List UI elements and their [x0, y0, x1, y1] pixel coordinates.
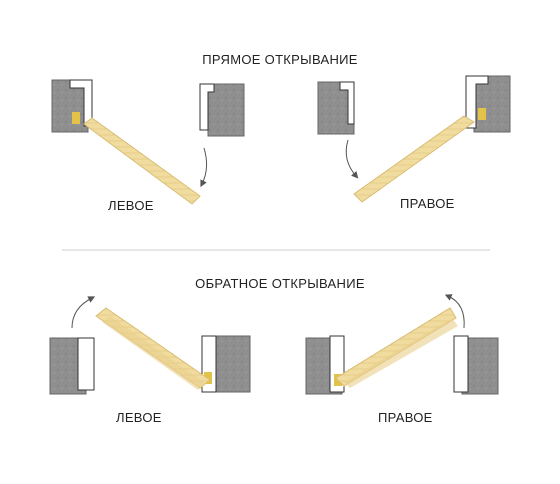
swing-arrow — [345, 139, 359, 179]
hinge — [72, 112, 80, 124]
swing-arrow — [444, 294, 465, 329]
swing-arrow — [71, 296, 96, 329]
door-leaf — [353, 115, 475, 203]
section-title-direct: ПРЯМОЕ ОТКРЫВАНИЕ — [202, 52, 358, 67]
reverse-right-door — [305, 294, 499, 395]
door-frame — [77, 337, 95, 391]
door-leaf — [83, 117, 201, 205]
door-frame — [69, 79, 93, 127]
door-frame — [339, 81, 355, 125]
door-frame — [453, 335, 469, 393]
label-direct-right: ПРАВОЕ — [400, 196, 455, 211]
label-reverse-right: ПРАВОЕ — [378, 410, 433, 425]
door-leaf-shadow — [344, 318, 458, 388]
reverse-left-door — [49, 296, 251, 395]
door-leaf-shadow — [102, 316, 206, 390]
door-frame — [199, 83, 215, 131]
label-direct-left: ЛЕВОЕ — [108, 198, 154, 213]
direct-left-door — [51, 79, 245, 205]
direct-right-door — [317, 75, 511, 203]
label-reverse-left: ЛЕВОЕ — [116, 410, 162, 425]
wall-block-right — [207, 83, 245, 137]
wall-block-left — [51, 79, 89, 133]
hinge — [204, 372, 212, 384]
section-title-reverse: ОБРАТНОЕ ОТКРЫВАНИЕ — [195, 276, 365, 291]
door-leaf — [335, 307, 457, 387]
hinge — [478, 108, 486, 120]
wall-block-right — [213, 335, 251, 393]
swing-arrow — [200, 147, 208, 188]
